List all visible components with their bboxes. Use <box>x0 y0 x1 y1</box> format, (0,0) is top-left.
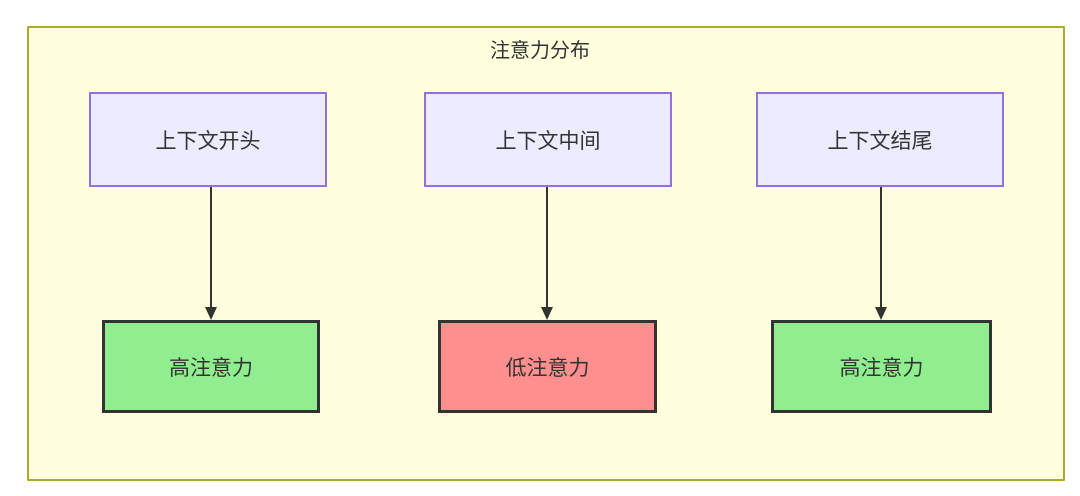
node-context-middle: 上下文中间 <box>424 92 672 187</box>
node-high-attention-left: 高注意力 <box>102 320 320 413</box>
diagram-title: 注意力分布 <box>490 40 590 62</box>
node-context-beginning: 上下文开头 <box>89 92 327 187</box>
node-context-end: 上下文结尾 <box>756 92 1004 187</box>
node-low-attention-middle: 低注意力 <box>438 320 657 413</box>
node-high-attention-right: 高注意力 <box>771 320 992 413</box>
